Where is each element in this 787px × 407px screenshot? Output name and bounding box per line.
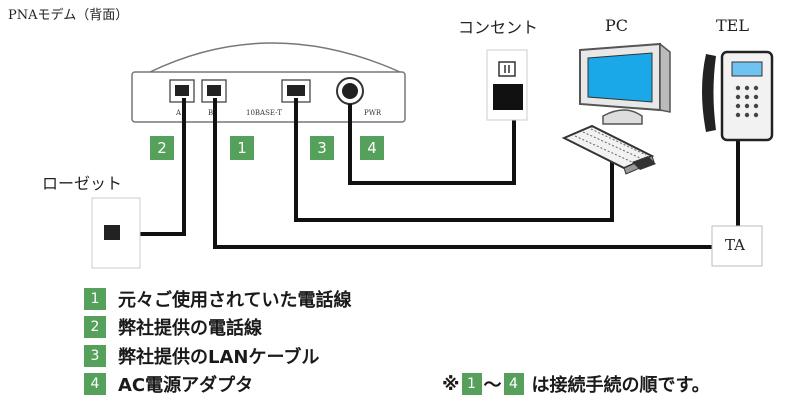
- legend-item-1: 1 元々ご使用されていた電話線: [84, 286, 351, 312]
- note-prefix: ※: [442, 373, 460, 395]
- legend-item-2: 2 弊社提供の電話線: [84, 314, 262, 340]
- order-note: ※ 1 ～ 4 は接続手続の順です。: [442, 371, 710, 397]
- legend-text: 元々ご使用されていた電話線: [118, 290, 352, 311]
- rosette-label: ローゼット: [42, 174, 123, 193]
- note-tilde: ～: [483, 375, 502, 396]
- rosette: [91, 197, 141, 269]
- wall-outlet: [486, 49, 528, 121]
- port-power: [336, 77, 364, 105]
- note-suffix: は接続手続の順です。: [531, 375, 710, 396]
- step-badge-3: 3: [310, 136, 334, 160]
- note-to-badge: 4: [503, 373, 524, 395]
- outlet-label: コンセント: [458, 18, 539, 37]
- telephone-icon: [702, 50, 774, 142]
- cable-4: [348, 104, 516, 185]
- step-badge-1: 1: [230, 136, 254, 160]
- pc-monitor-icon: [579, 42, 671, 125]
- legend-item-3: 3 弊社提供のLANケーブル: [84, 343, 319, 369]
- port-power-label: PWR: [364, 109, 382, 117]
- legend-number: 1: [84, 288, 106, 310]
- note-from-badge: 1: [461, 373, 482, 395]
- legend-text: AC電源アダプタ: [118, 375, 254, 396]
- modem-label: PNAモデム（背面）: [8, 8, 129, 23]
- step-badge-4: 4: [360, 136, 384, 160]
- tel-label: TEL: [716, 16, 749, 35]
- legend-text: 弊社提供の電話線: [118, 318, 262, 339]
- legend-number: 4: [84, 373, 106, 395]
- legend-number: 3: [84, 345, 106, 367]
- pc-label: PC: [605, 16, 629, 35]
- cable-1: [213, 98, 712, 249]
- ta-box: [711, 225, 763, 267]
- legend-item-4: 4 AC電源アダプタ: [84, 371, 253, 397]
- ta-label: TA: [725, 236, 746, 254]
- port-ethernet-label: 10BASE-T: [246, 109, 282, 117]
- mouse-icon: [632, 156, 656, 170]
- step-badge-2: 2: [150, 136, 174, 160]
- port-b-label: B: [208, 109, 214, 117]
- cable-3: [294, 98, 614, 222]
- legend-number: 2: [84, 316, 106, 338]
- port-a-label: A: [176, 109, 182, 117]
- legend-text: 弊社提供のLANケーブル: [118, 347, 320, 368]
